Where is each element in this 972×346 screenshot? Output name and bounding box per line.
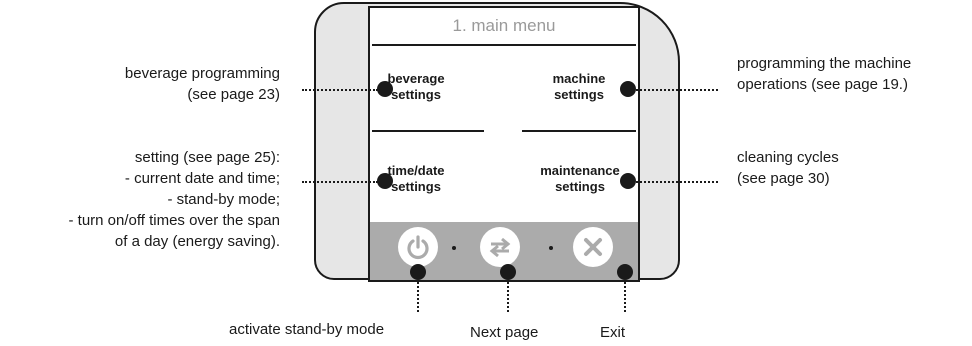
time-date-settings-button[interactable]: time/date settings bbox=[386, 163, 446, 195]
time-date-settings-label-line2: settings bbox=[391, 179, 441, 194]
exit-leader bbox=[624, 282, 626, 312]
bar-separator-2 bbox=[549, 246, 553, 250]
maintenance-leader bbox=[636, 181, 718, 183]
next-page-leader bbox=[507, 282, 509, 312]
next-page-marker bbox=[500, 264, 516, 280]
setting-note-line4: - turn on/off times over the span bbox=[68, 212, 280, 229]
next-page-button[interactable] bbox=[480, 227, 520, 267]
close-x-icon bbox=[584, 238, 602, 256]
standby-leader bbox=[417, 282, 419, 312]
cleaning-note-line2: (see page 30) bbox=[737, 170, 830, 187]
maintenance-settings-button[interactable]: maintenance settings bbox=[532, 163, 628, 195]
machine-settings-marker bbox=[620, 81, 636, 97]
beverage-settings-label-line1: beverage bbox=[387, 71, 445, 86]
machine-settings-button[interactable]: machine settings bbox=[540, 71, 618, 103]
beverage-programming-note: beverage programming (see page 23) bbox=[40, 63, 280, 105]
right-divider bbox=[522, 130, 636, 132]
maintenance-settings-label-line2: settings bbox=[555, 179, 605, 194]
beverage-settings-button[interactable]: beverage settings bbox=[386, 71, 446, 103]
next-page-caption: Next page bbox=[470, 324, 539, 341]
title-divider bbox=[372, 44, 636, 46]
exit-marker bbox=[617, 264, 633, 280]
bar-separator-1 bbox=[452, 246, 456, 250]
exit-button[interactable] bbox=[573, 227, 613, 267]
machine-note-line2: operations (see page 19.) bbox=[737, 76, 908, 93]
beverage-leader bbox=[302, 89, 378, 91]
standby-button[interactable] bbox=[398, 227, 438, 267]
swap-arrows-icon bbox=[489, 237, 511, 258]
maintenance-settings-marker bbox=[620, 173, 636, 189]
time-date-leader bbox=[302, 181, 378, 183]
standby-caption: activate stand-by mode bbox=[229, 321, 385, 338]
setting-note-line5: of a day (energy saving). bbox=[114, 233, 280, 250]
beverage-settings-marker bbox=[377, 81, 393, 97]
time-date-settings-label-line1: time/date bbox=[387, 163, 445, 178]
setting-note-line2: - current date and time; bbox=[124, 170, 280, 187]
machine-settings-label-line1: machine bbox=[552, 71, 606, 86]
beverage-note-line1: beverage programming bbox=[124, 65, 280, 82]
cleaning-cycles-note: cleaning cycles (see page 30) bbox=[737, 147, 839, 189]
beverage-settings-label-line2: settings bbox=[391, 87, 441, 102]
time-date-settings-marker bbox=[377, 173, 393, 189]
setting-note-line3: - stand-by mode; bbox=[167, 191, 280, 208]
maintenance-settings-label-line1: maintenance bbox=[540, 163, 620, 178]
cleaning-note-line1: cleaning cycles bbox=[737, 149, 839, 166]
machine-programming-note: programming the machine operations (see … bbox=[737, 53, 911, 95]
time-date-setting-note: setting (see page 25): - current date an… bbox=[2, 147, 280, 252]
power-icon bbox=[407, 235, 429, 260]
machine-note-line1: programming the machine bbox=[737, 55, 912, 72]
beverage-note-line2: (see page 23) bbox=[187, 86, 280, 103]
exit-caption: Exit bbox=[600, 324, 626, 341]
standby-marker bbox=[410, 264, 426, 280]
machine-settings-label-line2: settings bbox=[554, 87, 604, 102]
left-divider bbox=[372, 130, 484, 132]
machine-leader bbox=[636, 89, 718, 91]
menu-title: 1. main menu bbox=[452, 16, 556, 35]
setting-note-line1: setting (see page 25): bbox=[134, 149, 280, 166]
